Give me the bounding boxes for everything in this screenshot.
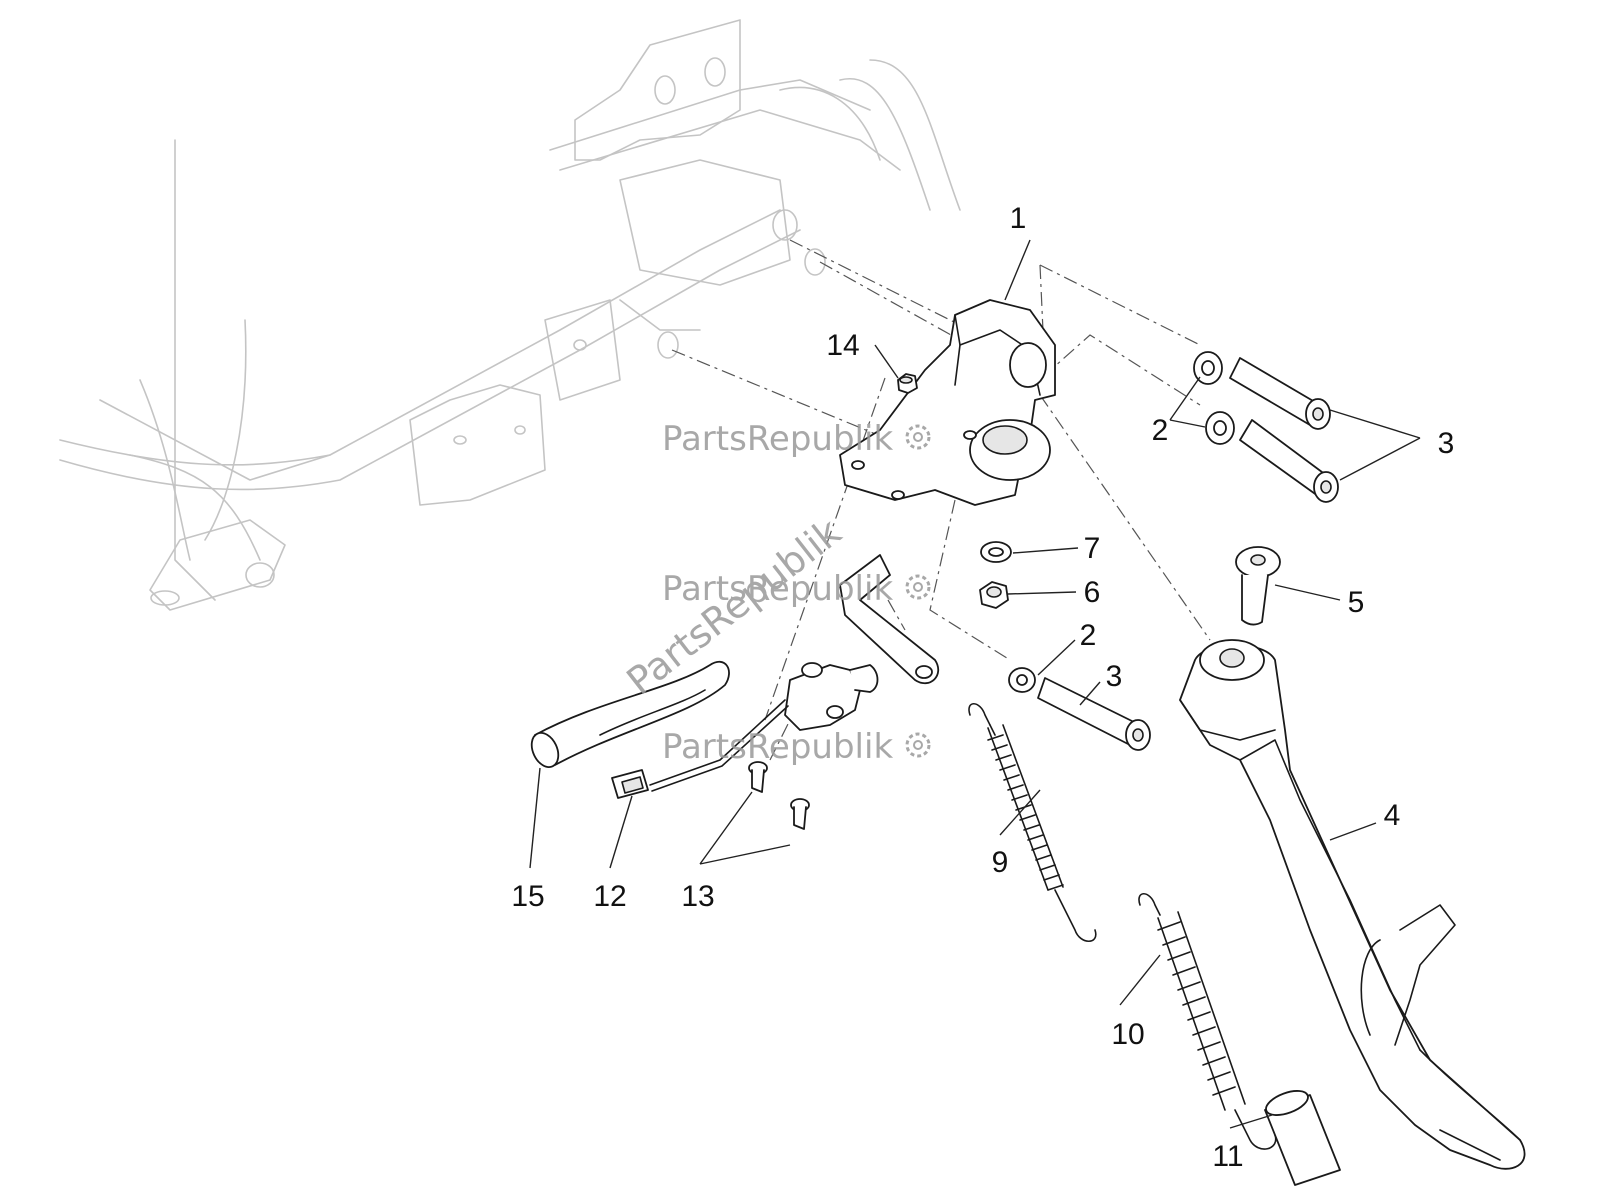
part-7-washer	[980, 541, 1012, 563]
callout-11: 11	[1212, 1140, 1243, 1173]
callout-6: 6	[1084, 576, 1101, 609]
gear-icon	[905, 732, 931, 758]
callout-2-upper: 2	[1152, 414, 1169, 447]
watermark-text: PartsRepublik	[662, 727, 893, 767]
part-6-nut	[979, 581, 1009, 609]
callout-2-lower: 2	[1080, 619, 1097, 652]
part-10-spring-lower	[1138, 892, 1277, 1150]
part-11-rubber-pad	[1264, 1090, 1341, 1186]
part-4-side-stand	[1179, 639, 1526, 1170]
callout-15: 15	[511, 880, 544, 913]
callout-5: 5	[1348, 586, 1365, 619]
watermark-text: PartsRepublik	[662, 569, 893, 609]
part-3-bolt-lower	[1037, 677, 1151, 751]
gear-icon	[905, 574, 931, 600]
watermark-bottom: PartsRepublik	[662, 727, 931, 767]
callout-4: 4	[1384, 799, 1401, 832]
part-12-stand-switch	[611, 662, 879, 799]
part-13-screws	[748, 761, 810, 830]
part-2-washers-upper	[1193, 351, 1235, 445]
part-3-bolts-upper	[1229, 357, 1339, 503]
callout-3-lower: 3	[1106, 660, 1123, 693]
part-2-washer-lower	[1008, 667, 1036, 693]
callout-10: 10	[1111, 1018, 1144, 1051]
callout-1: 1	[1010, 202, 1027, 235]
callout-labels: 1 2 2 3 3 4 5 6 7 9 10 11 12 13 14 15	[511, 202, 1454, 1173]
part-14-nut	[897, 373, 918, 394]
callout-3-upper: 3	[1438, 427, 1455, 460]
part-5-pivot-bolt	[1235, 546, 1281, 626]
callout-14: 14	[826, 329, 859, 362]
assembly-guide-lines	[671, 239, 1211, 761]
vehicle-frame-ghost	[59, 19, 961, 611]
callout-7: 7	[1084, 532, 1101, 565]
callout-12: 12	[593, 880, 626, 913]
watermark-text: PartsRepublik	[662, 419, 893, 459]
switch-actuator-arm	[839, 554, 940, 685]
leader-lines	[529, 239, 1421, 1129]
part-15-cable-sleeve	[530, 660, 730, 768]
callout-9: 9	[992, 846, 1009, 879]
part-9-spring-upper	[968, 702, 1097, 943]
part-1-stand-bracket	[839, 299, 1056, 506]
gear-icon	[905, 424, 931, 450]
callout-13: 13	[681, 880, 714, 913]
watermark-top: PartsRepublik	[662, 419, 931, 459]
watermark-middle: PartsRepublik	[662, 569, 931, 609]
